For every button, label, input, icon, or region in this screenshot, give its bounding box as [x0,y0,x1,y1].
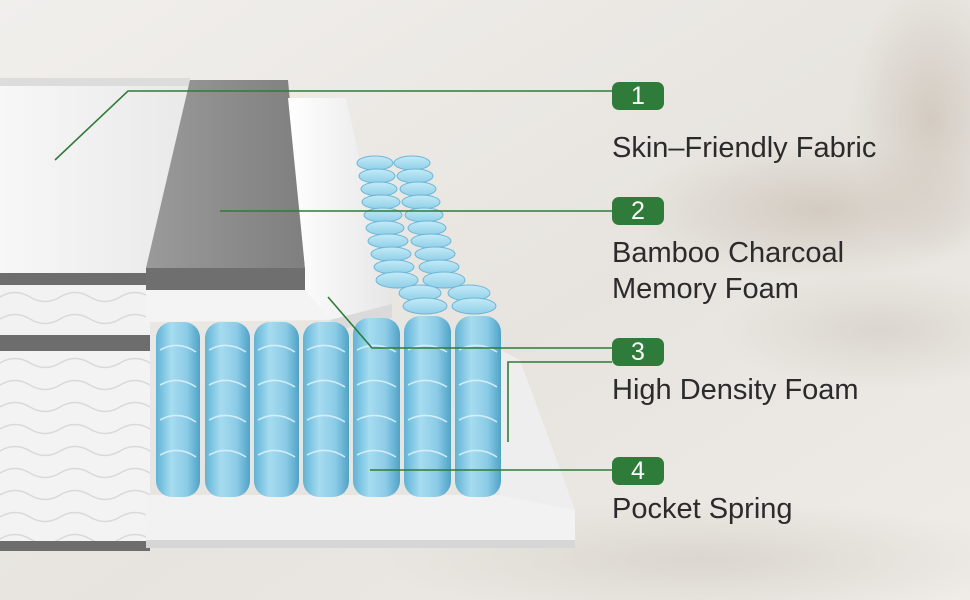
leader-line-3 [327,296,612,349]
layer-name: Pocket Spring [612,493,793,525]
pocket-spring-back-rows [356,155,497,315]
layer-number-badge: 1 [612,82,664,110]
layer-name-line-2: Memory Foam [612,273,799,305]
pocket-spring-front-row [156,316,501,497]
layer-label-4: 4 Pocket Spring [612,457,793,527]
layer-name: Skin–Friendly Fabric [612,132,877,164]
layer-name: High Density Foam [612,374,859,406]
layer-number-badge: 4 [612,457,664,485]
leader-lines [54,90,612,471]
leader-line-1 [54,90,612,161]
leader-line-3-edge [507,361,612,442]
layer-number-badge: 3 [612,338,664,366]
layer-name-line-1: Bamboo Charcoal [612,237,845,269]
layer-label-3: 3 High Density Foam [612,338,859,408]
layer-number-badge: 2 [612,197,664,225]
layer-label-1: 1 Skin–Friendly Fabric [612,82,876,166]
layer-label-2: 2 Bamboo Charcoal Memory Foam [612,197,844,307]
